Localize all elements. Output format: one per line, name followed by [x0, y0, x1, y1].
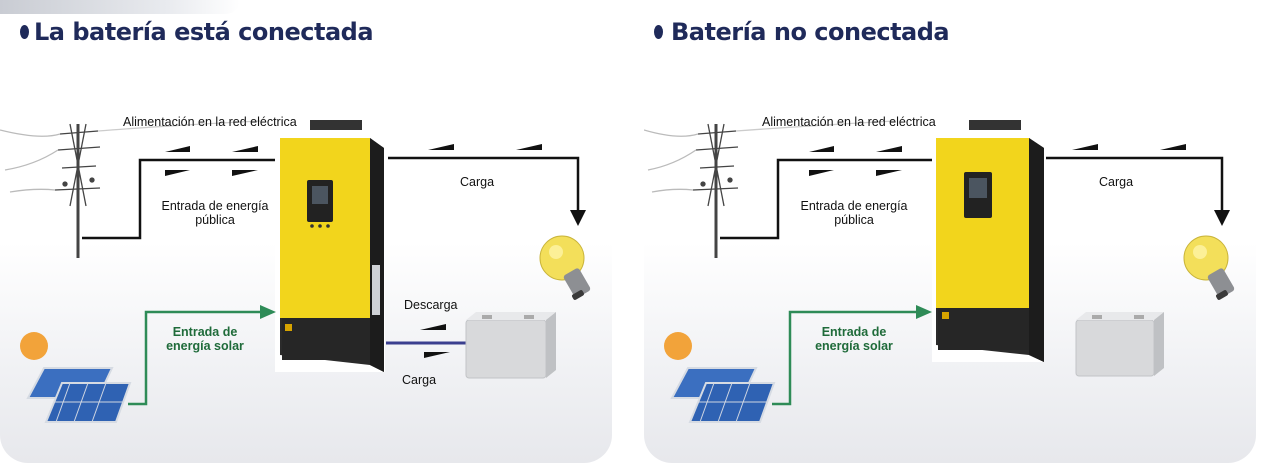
sun-icon [20, 332, 48, 360]
panel-battery-not-connected: Batería no conectada [644, 0, 1264, 471]
panel-title: Batería no conectada [654, 18, 950, 46]
discharge-label: Descarga [404, 298, 458, 312]
load-line [1046, 156, 1224, 212]
load-arrows [428, 144, 542, 150]
grid-supply-arrows [165, 146, 258, 176]
utility-pole-icon [0, 120, 261, 258]
solar-input-line1: Entrada de [172, 325, 238, 339]
solar-input-line1: Entrada de [821, 325, 887, 339]
title-bullet-icon [654, 25, 663, 39]
load-label: Carga [1099, 175, 1134, 189]
grid-input-label: Entrada de energía pública [791, 199, 917, 227]
grid-supply-label: Alimentación en la red eléctrica [762, 115, 936, 129]
load-line [388, 156, 580, 212]
light-bulb-icon [539, 235, 591, 300]
solar-arrowhead [916, 305, 932, 319]
flow-diagram [644, 118, 1235, 423]
grid-input-label: Entrada de energía pública [152, 199, 278, 227]
grid-input-line2: pública [834, 213, 874, 227]
grid-supply-arrows [809, 146, 902, 176]
solar-panel-icon [670, 367, 776, 423]
grid-supply-label: Alimentación en la red eléctrica [123, 115, 297, 129]
solar-input-label: Entrada de energía solar [809, 325, 899, 353]
utility-pole-icon [644, 120, 895, 258]
load-arrowhead [1214, 210, 1230, 226]
load-arrows [1072, 144, 1186, 150]
grid-input-line2: pública [195, 213, 235, 227]
panel-battery-connected: La batería está conectada [0, 0, 620, 471]
grid-input-line1: Entrada de energía [161, 199, 269, 213]
load-arrowhead [570, 210, 586, 226]
solar-input-label: Entrada de energía solar [160, 325, 250, 353]
inverter-unit-icon [932, 118, 1044, 362]
battery-flow-arrows [420, 324, 450, 358]
title-bullet-icon [20, 25, 29, 39]
solar-line [128, 310, 262, 406]
panel-title-text: Batería no conectada [671, 18, 950, 46]
charge-label: Carga [402, 373, 437, 387]
solar-input-line2: energía solar [815, 339, 893, 353]
solar-panel-icon [26, 367, 132, 423]
solar-input-line2: energía solar [166, 339, 244, 353]
solar-line [772, 310, 918, 406]
light-bulb-icon [1183, 235, 1235, 300]
battery-icon [465, 312, 556, 379]
solar-arrowhead [260, 305, 276, 319]
header-swoosh-decoration [0, 0, 240, 14]
load-label: Carga [460, 175, 495, 189]
panel-title: La batería está conectada [20, 18, 374, 46]
panel-title-text: La batería está conectada [34, 18, 374, 46]
sun-icon [664, 332, 692, 360]
inverter-unit-icon [275, 118, 385, 372]
flow-diagram [0, 118, 591, 423]
battery-icon [1075, 312, 1164, 377]
grid-input-line1: Entrada de energía [800, 199, 908, 213]
grid-line [82, 158, 278, 240]
grid-line [720, 158, 936, 240]
